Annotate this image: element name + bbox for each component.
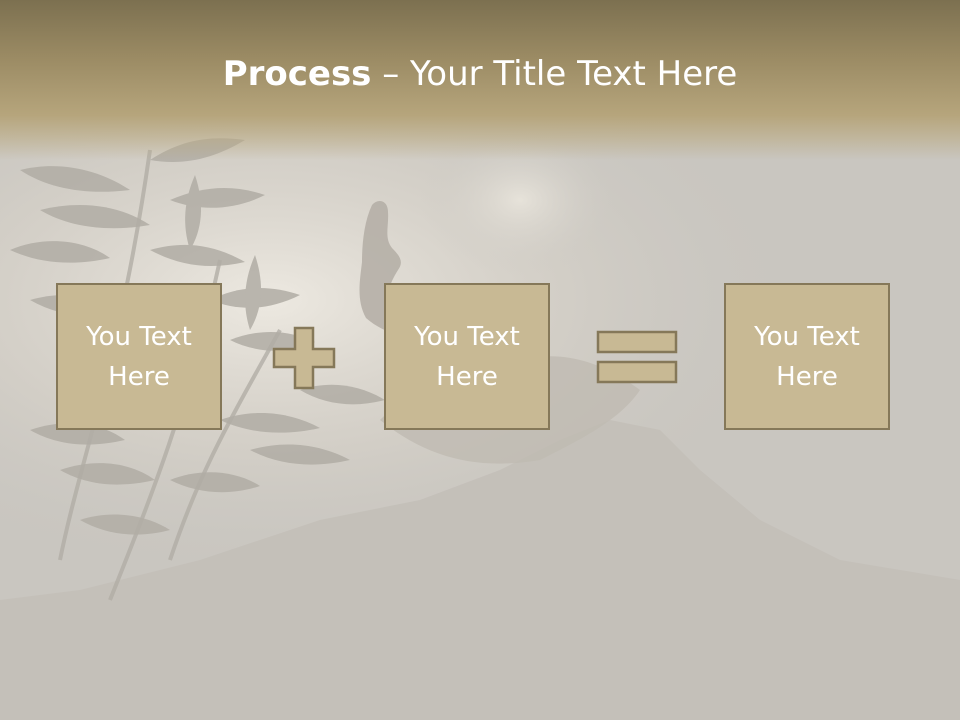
process-box-2-line-2: Here <box>436 361 498 392</box>
title-rest-part: – Your Title Text Here <box>371 54 738 94</box>
equals-icon <box>596 330 678 384</box>
process-box-2[interactable]: You Text Here <box>384 283 550 430</box>
process-box-3-line-1: You Text <box>754 321 860 352</box>
process-box-1[interactable]: You Text Here <box>56 283 222 430</box>
process-box-1-line-2: Here <box>108 361 170 392</box>
process-box-1-line-1: You Text <box>86 321 192 352</box>
plus-icon <box>272 326 336 390</box>
title-band <box>0 0 960 160</box>
process-box-3[interactable]: You Text Here <box>724 283 890 430</box>
slide-title: Process – Your Title Text Here <box>0 52 960 96</box>
process-box-3-line-2: Here <box>776 361 838 392</box>
process-box-2-line-1: You Text <box>414 321 520 352</box>
title-bold-part: Process <box>222 54 372 94</box>
